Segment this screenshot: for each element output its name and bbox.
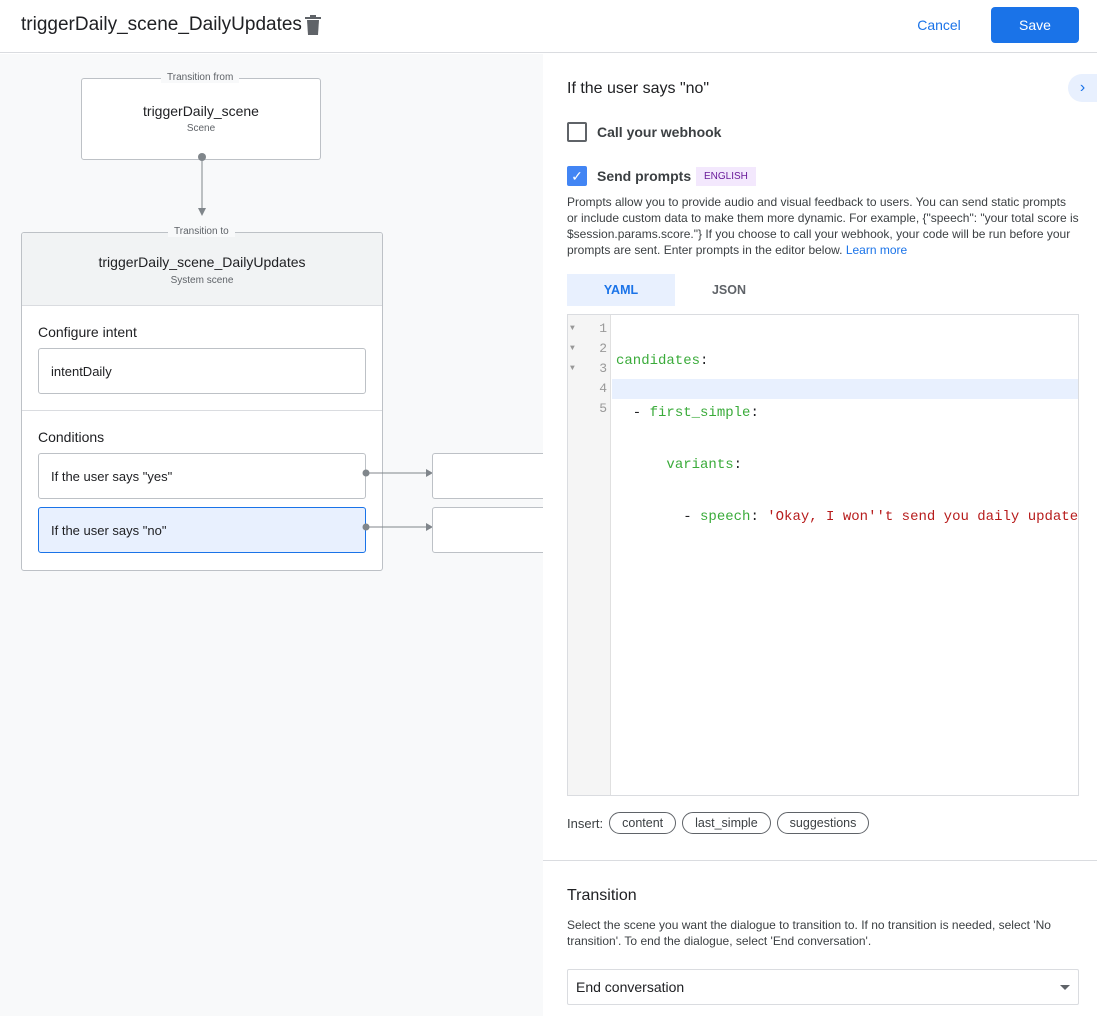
connector-arrow [198,153,206,216]
transition-from-label: Transition from [161,72,240,83]
transition-to-label: Transition to [168,226,235,237]
chevron-right-icon[interactable]: › [1068,74,1097,102]
transition-description: Select the scene you want the dialogue t… [567,918,1051,948]
panel-heading: If the user says "no" [567,80,710,97]
send-prompts-label: Send prompts [597,168,692,184]
prompts-description: Prompts allow you to provide audio and v… [567,195,1079,257]
dropdown-arrow-icon [1060,985,1070,990]
scene-node: triggerDaily_scene_DailyUpdates System s… [21,232,383,571]
target-node-no[interactable] [432,507,543,553]
learn-more-link[interactable]: Learn more [845,243,908,257]
page-title: triggerDaily_scene_DailyUpdates [21,14,302,35]
code-content: candidates: - first_simple: variants: - … [616,353,1078,525]
send-prompts-checkbox[interactable]: ✓ [567,166,587,186]
trash-icon[interactable] [304,15,322,35]
flow-canvas: triggerDaily_scene Scene Transition from… [0,54,543,1016]
webhook-checkbox[interactable] [567,122,587,142]
condition-yes[interactable]: If the user says "yes" [38,453,366,499]
condition-no[interactable]: If the user says "no" [38,507,366,553]
insert-label: Insert: [567,815,604,831]
from-scene-name: triggerDaily_scene [143,103,259,119]
intent-item[interactable]: intentDaily [38,348,366,394]
top-bar: triggerDaily_scene_DailyUpdates Cancel S… [0,0,1097,53]
insert-chip-content[interactable]: content [609,812,677,834]
intent-heading: Configure intent [38,324,137,340]
fold-icon[interactable]: ▼ [570,324,575,333]
fold-icon[interactable]: ▼ [570,364,575,373]
language-badge: ENGLISH [696,167,756,186]
insert-chip-last-simple[interactable]: last_simple [682,812,771,834]
save-button[interactable]: Save [991,7,1079,43]
target-node-yes[interactable] [432,453,543,499]
transition-from-node[interactable]: triggerDaily_scene Scene [81,78,321,160]
scene-name: triggerDaily_scene_DailyUpdates [98,254,306,270]
conditions-heading: Conditions [38,429,105,445]
cancel-button[interactable]: Cancel [917,17,961,33]
editor-gutter [568,315,611,795]
scene-type: System scene [170,275,234,286]
divider [543,860,1097,861]
condition-panel [543,54,1097,1016]
insert-chip-suggestions[interactable]: suggestions [776,812,870,834]
webhook-label: Call your webhook [597,124,722,140]
transition-select[interactable]: End conversation [567,969,1079,1005]
condition-connectors [362,469,433,531]
tab-yaml[interactable]: YAML [567,274,675,306]
transition-heading: Transition [567,887,637,904]
fold-icon[interactable]: ▼ [570,344,575,353]
from-scene-type: Scene [186,123,216,134]
code-editor[interactable]: ▼1 ▼2 ▼3 4 5 candidates: - first_simple:… [567,314,1079,796]
tab-json[interactable]: JSON [711,283,747,297]
